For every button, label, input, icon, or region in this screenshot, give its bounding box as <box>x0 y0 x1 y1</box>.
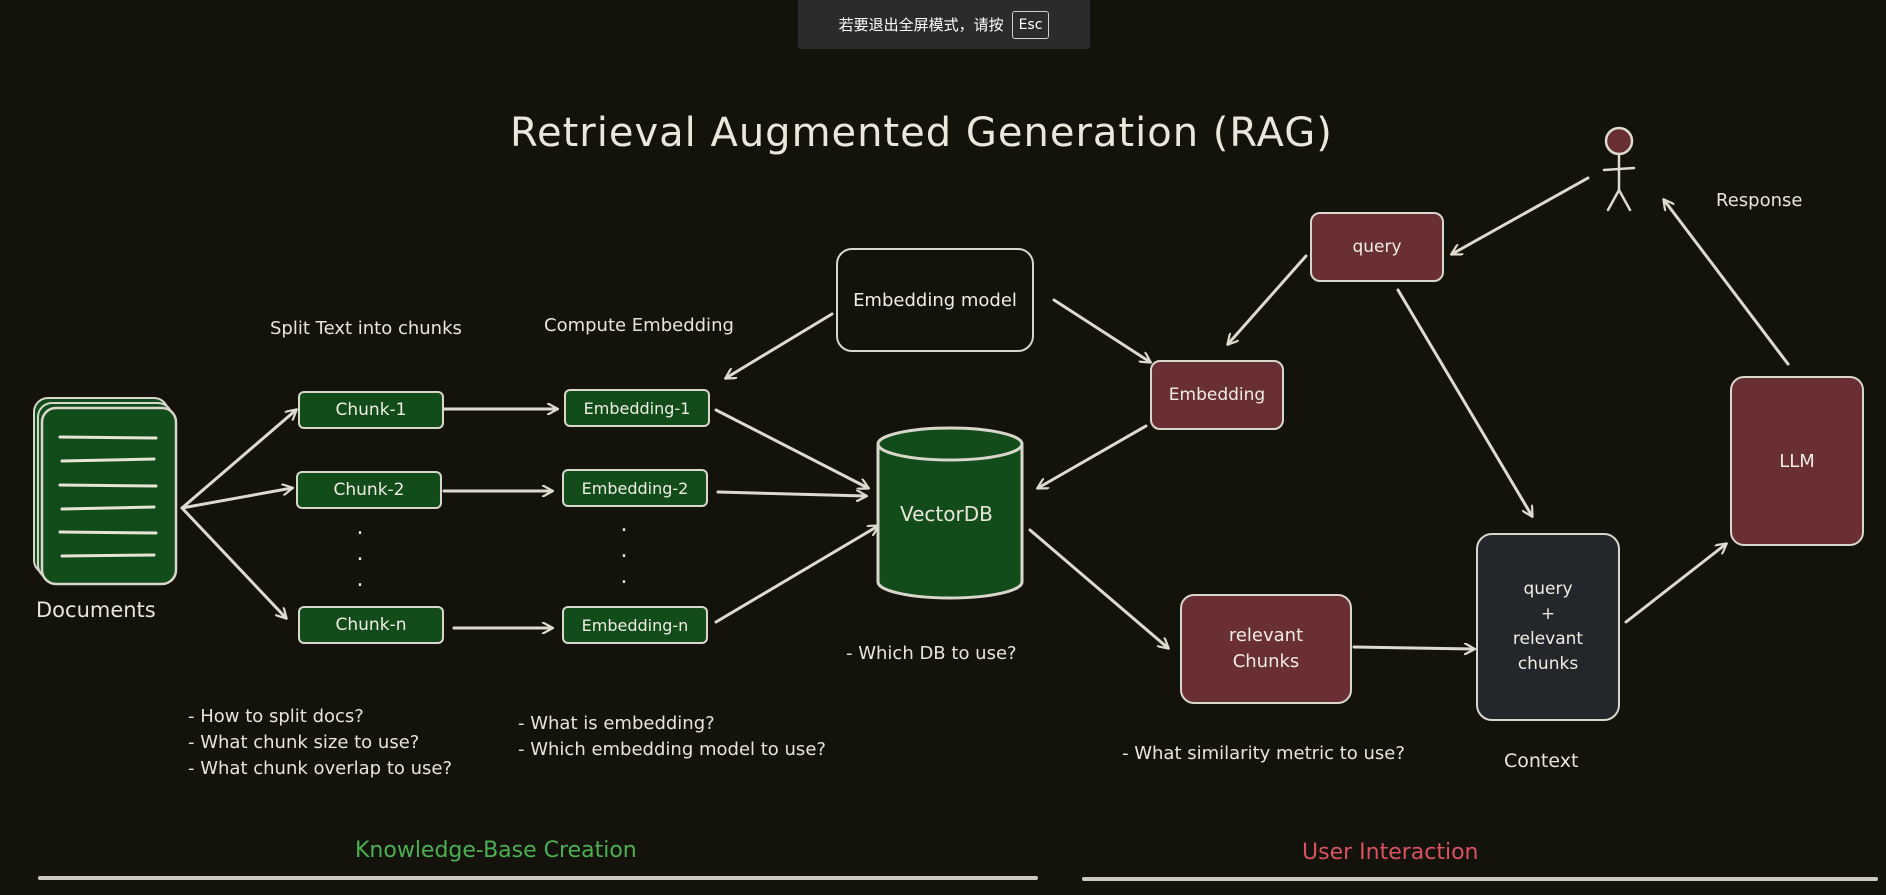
split-note-1: - How to split docs? <box>188 706 364 727</box>
arrow-user-query <box>1452 176 1590 254</box>
arrow-docs-chunk2 <box>180 488 292 510</box>
split-notes: - How to split docs? - What chunk size t… <box>188 704 452 782</box>
arrow-context-llm <box>1624 544 1726 624</box>
arrow-emb2-vectordb <box>716 492 866 496</box>
fullscreen-notification: 若要退出全屏模式，请按 Esc <box>798 0 1090 49</box>
arrow-docs-chunkn <box>180 506 286 618</box>
context-label: Context <box>1504 750 1579 772</box>
esc-key[interactable]: Esc <box>1011 10 1050 39</box>
query-embedding-box: Embedding <box>1150 360 1284 430</box>
embed-note-2: - Which embedding model to use? <box>518 739 826 760</box>
split-label: Split Text into chunks <box>270 318 462 339</box>
relevant-chunks-box: relevant Chunks <box>1180 594 1352 704</box>
context-line4: chunks <box>1517 654 1579 674</box>
diagram-title: Retrieval Augmented Generation (RAG) <box>510 110 1333 156</box>
chunk-ellipsis: ... <box>356 515 364 592</box>
relevant-chunks-line1: relevant <box>1228 625 1304 646</box>
arrow-llm-user <box>1664 200 1790 366</box>
vectordb-label: VectorDB <box>900 502 993 526</box>
kb-section-underline <box>38 876 1038 880</box>
relevant-chunks-line2: Chunks <box>1232 651 1300 672</box>
chunk-1: Chunk-1 <box>298 391 444 429</box>
arrow-query-embedding <box>1228 254 1308 344</box>
context-box: query + relevant chunks <box>1476 533 1620 721</box>
ui-section-underline <box>1082 877 1878 881</box>
context-line2: + <box>1540 604 1556 624</box>
documents-icon <box>33 397 178 586</box>
arrow-model-embedding <box>1052 298 1150 362</box>
ui-section-label: User Interaction <box>1302 840 1479 865</box>
db-note: - Which DB to use? <box>846 643 1017 664</box>
arrow-embn-vectordb <box>714 526 878 624</box>
arrow-query-context <box>1396 288 1532 516</box>
context-line3: relevant <box>1512 629 1584 649</box>
chunk-2: Chunk-2 <box>296 471 442 509</box>
embedding-n: Embedding-n <box>562 606 708 644</box>
documents-label: Documents <box>36 598 156 622</box>
embedding-model-box: Embedding model <box>836 248 1034 352</box>
arrow-model-emb1 <box>726 312 834 378</box>
arrow-emb1-vectordb <box>714 408 868 488</box>
chunk-n: Chunk-n <box>298 606 444 644</box>
notification-text: 若要退出全屏模式，请按 <box>838 16 1004 34</box>
split-note-2: - What chunk size to use? <box>188 732 420 753</box>
similarity-note: - What similarity metric to use? <box>1122 743 1405 764</box>
user-icon <box>1602 126 1636 212</box>
embedding-1: Embedding-1 <box>564 389 710 427</box>
arrow-vectordb-relevant <box>1028 528 1168 648</box>
compute-label: Compute Embedding <box>544 315 734 336</box>
embedding-2: Embedding-2 <box>562 469 708 507</box>
kb-section-label: Knowledge-Base Creation <box>355 838 637 863</box>
embed-note-1: - What is embedding? <box>518 713 715 734</box>
arrow-docs-chunk1 <box>180 410 296 510</box>
split-note-3: - What chunk overlap to use? <box>188 758 453 779</box>
arrow-embedding-vectordb <box>1038 424 1148 488</box>
embedding-ellipsis: ... <box>620 512 628 589</box>
llm-box: LLM <box>1730 376 1864 546</box>
vectordb-cylinder <box>876 426 1024 600</box>
context-line1: query <box>1523 579 1573 599</box>
arrow-relevant-context <box>1352 647 1474 649</box>
query-box: query <box>1310 212 1444 282</box>
response-label: Response <box>1716 190 1803 211</box>
embed-notes: - What is embedding? - Which embedding m… <box>518 711 826 763</box>
